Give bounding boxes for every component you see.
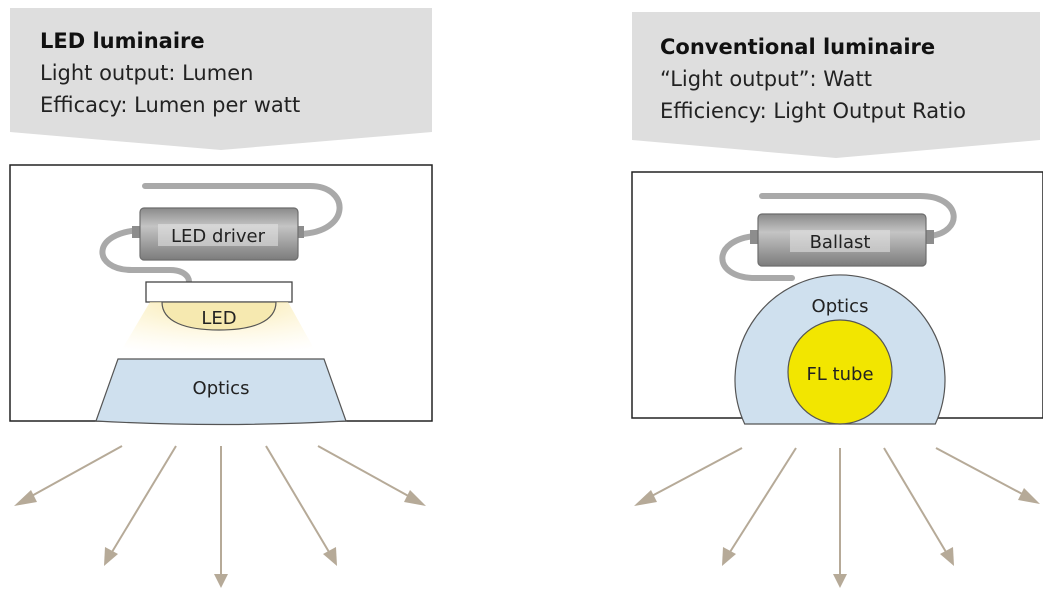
led-luminaire-panel: LED luminaire Light output: Lumen Effica… bbox=[9, 8, 433, 588]
led-arrow-far-left bbox=[14, 445, 123, 506]
fl-tube-label: FL tube bbox=[806, 364, 873, 385]
conventional-luminaire-panel: Conventional luminaire “Light output”: W… bbox=[631, 12, 1043, 588]
ballast-label: Ballast bbox=[810, 232, 871, 253]
conventional-arrow-left bbox=[722, 447, 797, 566]
led-arrow-far-right bbox=[317, 445, 426, 506]
conventional-arrow-far-left bbox=[634, 447, 743, 506]
conventional-optics-label: Optics bbox=[812, 296, 869, 317]
led-arrow-center bbox=[214, 446, 228, 588]
conventional-header-line-efficiency: Efficiency: Light Output Ratio bbox=[660, 99, 966, 123]
conventional-arrow-right bbox=[883, 447, 954, 566]
led-arrow-right bbox=[265, 445, 337, 566]
conventional-header-line-light-output: “Light output”: Watt bbox=[660, 67, 872, 91]
led-header-title: LED luminaire bbox=[40, 29, 205, 53]
led-header-line-efficacy: Efficacy: Lumen per watt bbox=[40, 93, 300, 117]
led-header-banner bbox=[10, 8, 432, 150]
fl-tube bbox=[787, 319, 893, 425]
led-optics-label: Optics bbox=[193, 378, 250, 399]
led-driver-label: LED driver bbox=[171, 226, 266, 247]
led-driver-cable bbox=[99, 183, 343, 289]
led-label: LED bbox=[201, 308, 236, 329]
led-light-arrows bbox=[14, 445, 426, 588]
conventional-header-title: Conventional luminaire bbox=[660, 35, 935, 59]
conventional-header-banner bbox=[632, 12, 1040, 158]
led-optics-lens bbox=[95, 358, 347, 426]
led-dome bbox=[161, 301, 277, 331]
ballast-box bbox=[750, 213, 934, 267]
led-header-line-light-output: Light output: Lumen bbox=[40, 61, 253, 85]
led-board bbox=[145, 281, 293, 303]
ballast-cable bbox=[719, 193, 957, 281]
conventional-arrow-center bbox=[833, 448, 847, 588]
led-arrow-left bbox=[104, 445, 177, 566]
led-driver-box bbox=[132, 207, 304, 261]
conventional-arrow-far-right bbox=[935, 447, 1040, 504]
conventional-light-arrows bbox=[634, 447, 1040, 588]
